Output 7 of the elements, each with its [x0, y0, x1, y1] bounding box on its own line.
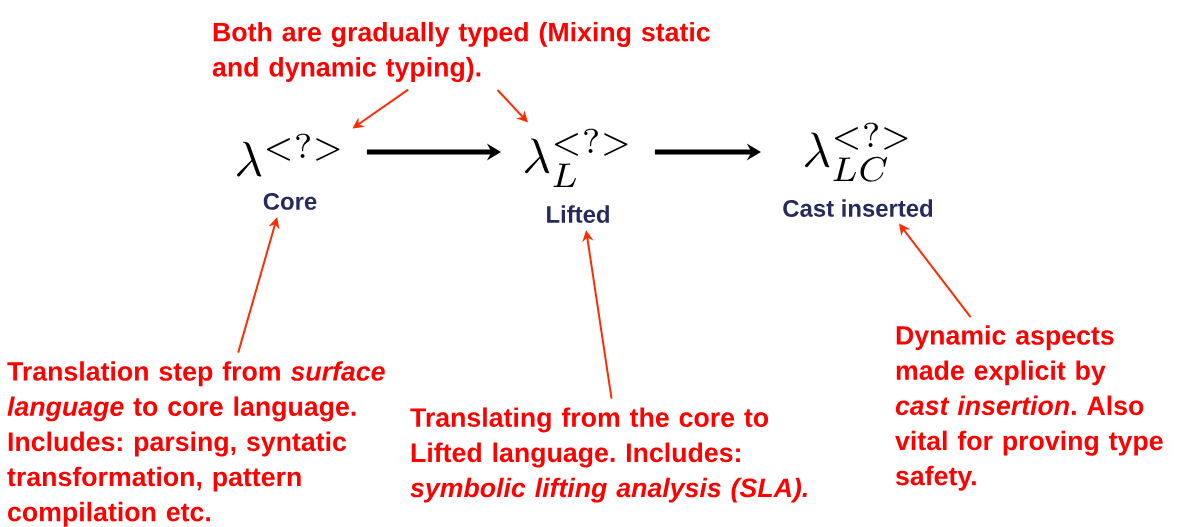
annotation-text: Translating from the core to Lifted language. Includes: symbolic lifting analysis (SLA).: [410, 407, 807, 503]
annotation-text: Translation step from surface language to core language. Includes: parsing, syntatic transformation, pattern compilation etc.: [7, 361, 385, 527]
annotation-text: Both are gradually typed (Mixing static and dynamic typing).: [212, 21, 710, 83]
formula-label: $\lambda^{<?>}$ Core: [237, 133, 340, 210]
annotation-text: Dynamic aspects made explicit by cast insertion. Also vital for proving type safety.: [895, 325, 1163, 491]
formula-label: $\lambda_{LC}^{<?>}$ Cast inserted: [783, 122, 933, 217]
formula-label: $\lambda_{L}^{<?>}$ Lifted: [525, 128, 628, 223]
